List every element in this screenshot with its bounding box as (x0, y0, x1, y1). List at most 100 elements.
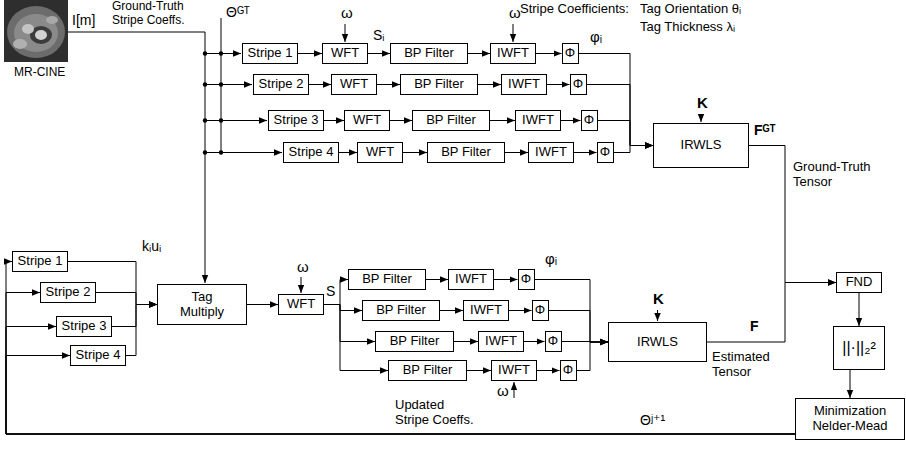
box-text: Φ (521, 272, 531, 287)
signal-connector (454, 341, 478, 342)
iwft-box: IWFT (515, 110, 561, 131)
box-text: Stripe 2 (46, 285, 91, 300)
iwft-box: IWFT (448, 269, 494, 290)
mr-cine-image (4, 0, 68, 62)
signal-label: φᵢ (590, 28, 602, 45)
signal-connector (377, 84, 400, 85)
filter-box: BP Filter (412, 110, 490, 131)
iwft-box: IWFT (478, 331, 524, 352)
signal-label: Sᵢ (373, 27, 385, 43)
legend-heading: Stripe Coefficients: (520, 2, 629, 17)
signal-connector (490, 120, 515, 121)
solver-box: IRWLS (653, 123, 749, 168)
legend-note: Tag Thickness λᵢ (640, 20, 735, 35)
box-text: Tag Multiply (172, 290, 232, 320)
phase-box: Φ (562, 43, 579, 64)
wft-box: WFT (278, 294, 324, 315)
box-text: Φ (535, 303, 545, 318)
box-text: Φ (584, 113, 594, 128)
signal-label: I[m] (72, 12, 95, 28)
feedback-note: Updated Stripe Coeffs. (395, 398, 479, 428)
signal-label: K (697, 94, 708, 111)
image-caption: MR-CINE (14, 66, 65, 80)
signal-label: ω (509, 4, 521, 21)
box-text: BP Filter (414, 77, 464, 92)
box-text: Stripe 4 (76, 348, 121, 363)
box-text: ||·||₂² (842, 339, 876, 357)
wft-box: WFT (344, 110, 390, 131)
signal-connector (426, 279, 448, 280)
signal-connector (579, 54, 654, 146)
signal-label: Θᴳᵀ (226, 4, 250, 20)
box-text: Φ (548, 334, 558, 349)
signal-connector (547, 84, 570, 85)
box-text: IWFT (485, 334, 517, 349)
signal-connector (440, 310, 463, 311)
box-text: BP Filter (441, 145, 491, 160)
phase-box: Φ (597, 142, 614, 163)
signal-connector (524, 341, 545, 342)
box-text: Φ (565, 46, 575, 61)
junction-dots (203, 51, 223, 154)
box-text: BP Filter (376, 303, 426, 318)
box-text: IWFT (498, 363, 530, 378)
signal-label: φᵢ (545, 250, 557, 267)
box-text: WFT (353, 113, 381, 128)
stripe-box: Stripe 3 (56, 316, 112, 337)
filter-box: BP Filter (348, 269, 426, 290)
box-text: WFT (331, 46, 359, 61)
signal-connector (614, 146, 654, 153)
filter-box: BP Filter (390, 43, 468, 64)
stripe-box: Stripe 4 (283, 142, 339, 163)
multiply-box: Tag Multiply (157, 284, 247, 325)
signal-label: Θʲ⁺¹ (640, 412, 665, 428)
input-wires (68, 18, 701, 398)
signal-label: ω (341, 4, 353, 21)
box-text: WFT (287, 297, 315, 312)
phase-box: Φ (545, 331, 562, 352)
output-note: Ground-Truth Tensor (793, 160, 883, 190)
signal-connector (577, 342, 609, 371)
signal-connector (537, 370, 560, 371)
signal-label: F (750, 318, 759, 334)
stripe-box: Stripe 1 (242, 43, 298, 64)
filter-box: BP Filter (375, 331, 454, 352)
signal-connector (339, 152, 357, 153)
signal-connector (403, 152, 427, 153)
box-text: IRWLS (681, 138, 722, 153)
box-text: IWFT (470, 303, 502, 318)
wft-box: WFT (357, 142, 403, 163)
box-text: BP Filter (426, 113, 476, 128)
input-note: Ground-Truth Stripe Coeffs. (112, 0, 204, 28)
signal-label: K (653, 290, 664, 307)
phase-box: Φ (518, 269, 535, 290)
signal-connector (6, 327, 795, 435)
phase-box: Φ (581, 110, 598, 131)
signal-connector (478, 84, 501, 85)
filter-box: BP Filter (388, 360, 467, 381)
box-text: IWFT (535, 145, 567, 160)
box-text: Φ (600, 145, 610, 160)
stripe-box: Stripe 2 (40, 282, 96, 303)
phase-box: Φ (560, 360, 577, 381)
box-text: IRWLS (637, 335, 678, 350)
signal-connector (561, 120, 581, 121)
signal-connector (96, 293, 157, 305)
iwft-box: IWFT (463, 300, 509, 321)
box-text: Stripe 2 (259, 77, 304, 92)
box-text: Stripe 1 (248, 46, 293, 61)
box-text: BP Filter (403, 363, 453, 378)
output-note: Estimated Tensor (712, 350, 784, 380)
box-text: Φ (563, 363, 573, 378)
box-text: IWFT (497, 46, 529, 61)
box-text: Stripe 3 (62, 319, 107, 334)
signal-connector (850, 370, 851, 398)
phase-box: Φ (570, 74, 587, 95)
iwft-box: IWFT (528, 142, 574, 163)
box-text: IWFT (508, 77, 540, 92)
box-text: Stripe 1 (18, 254, 63, 269)
stripe-box: Stripe 4 (70, 345, 126, 366)
iwft-box: IWFT (501, 74, 547, 95)
iwft-box: IWFT (490, 43, 536, 64)
